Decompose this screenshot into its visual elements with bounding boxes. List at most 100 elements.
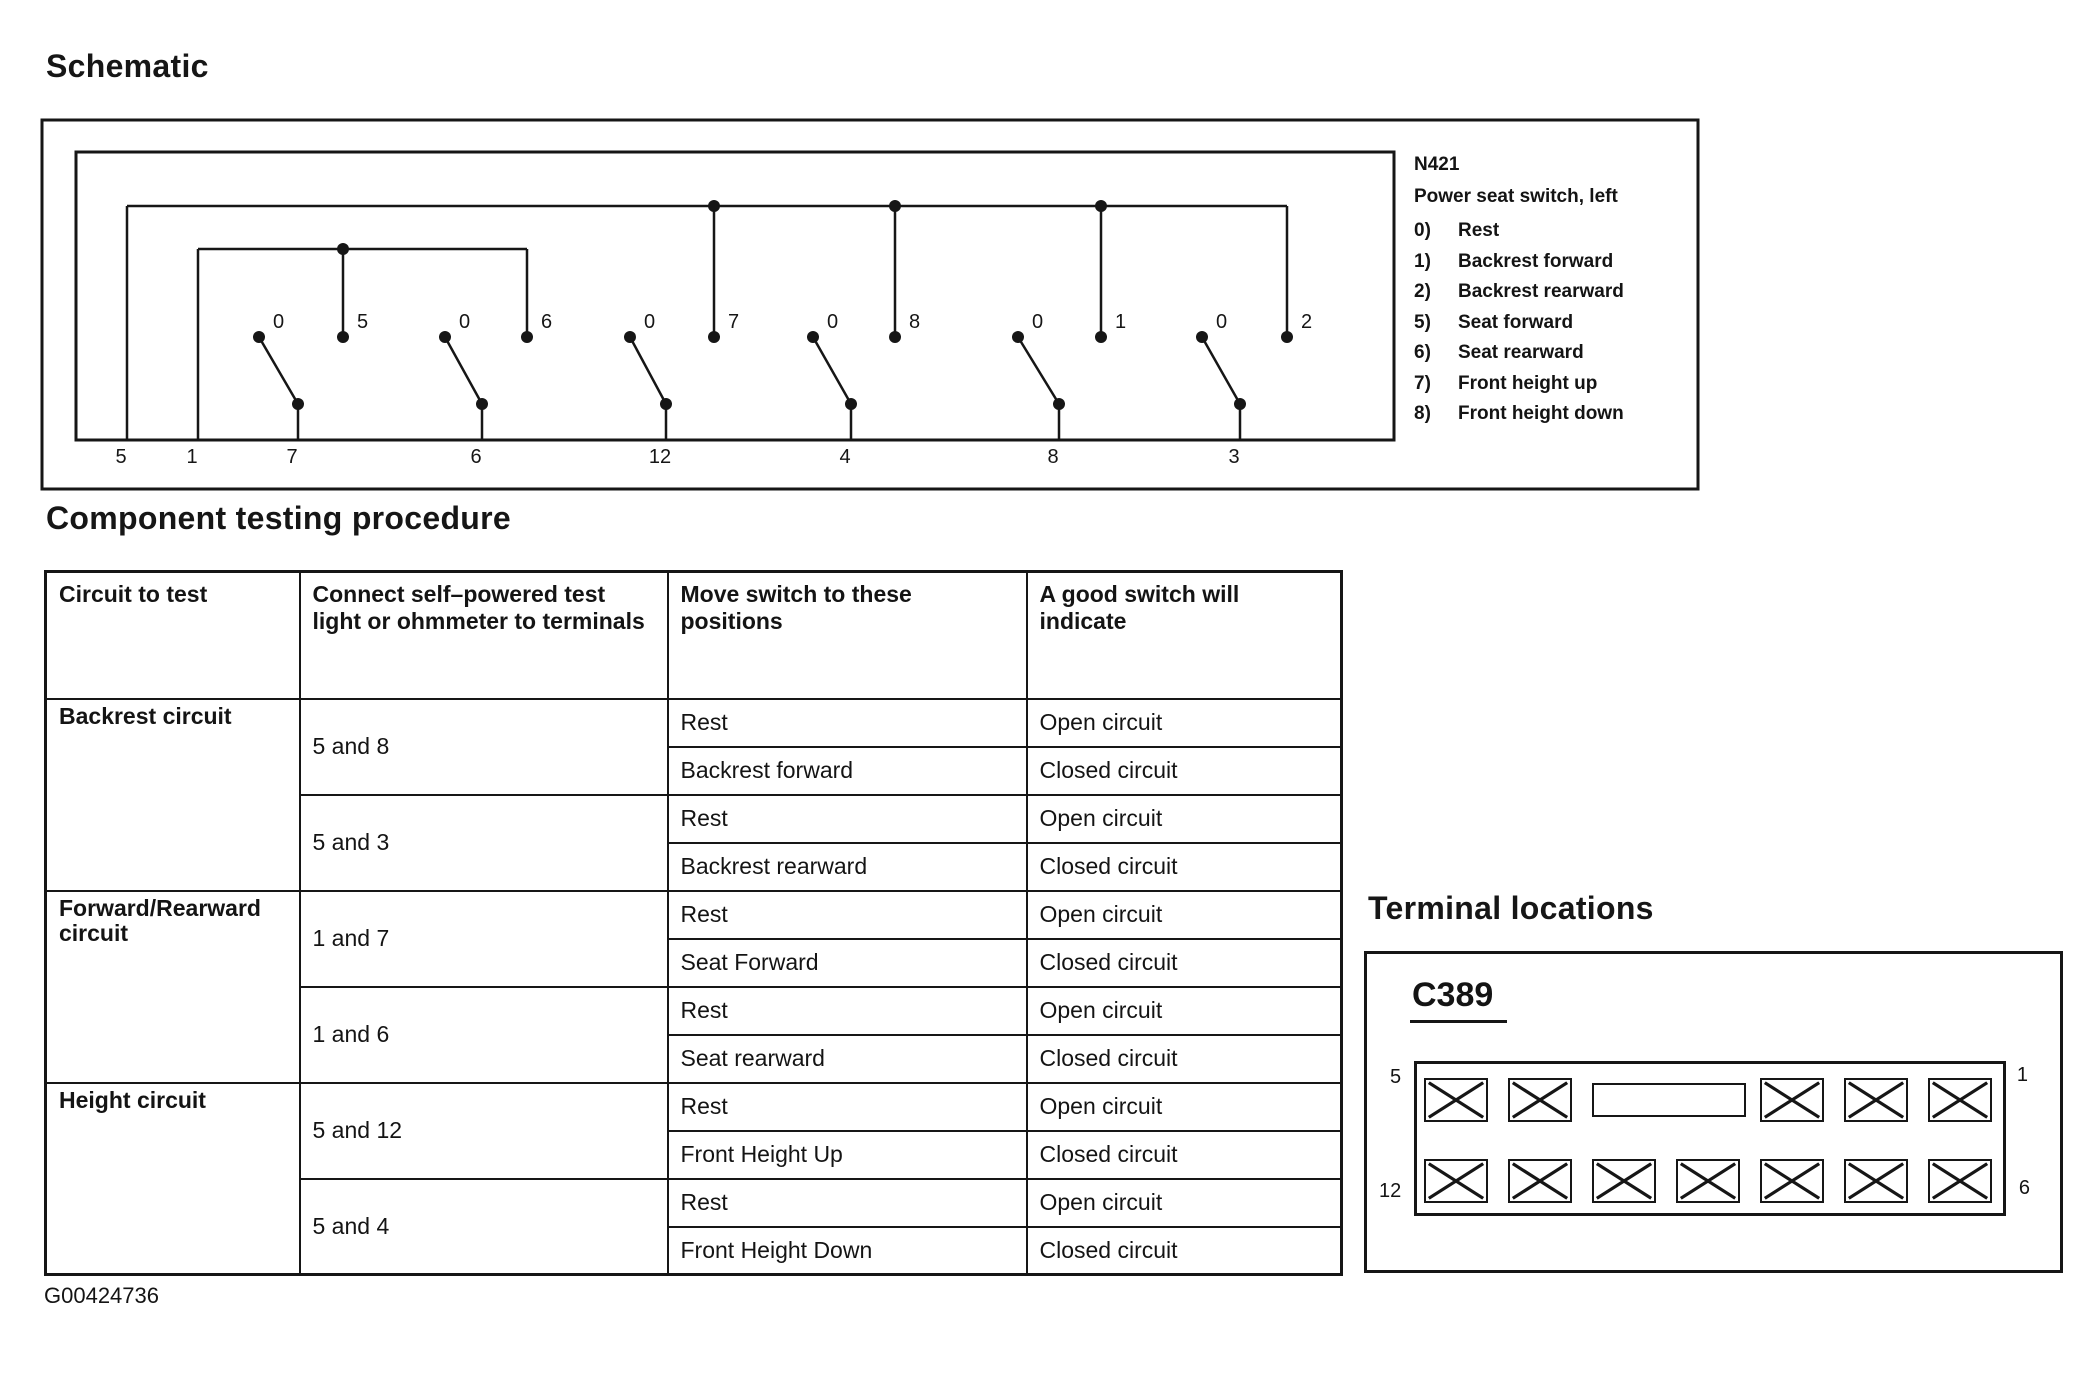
terminal-pin xyxy=(1760,1159,1824,1203)
terminal-pin xyxy=(1508,1078,1572,1122)
terminals-cell: 5 and 12 xyxy=(298,1081,669,1180)
legend-item-number: 7) xyxy=(1414,372,1431,394)
testing-table: Circuit to test Connect self–powered tes… xyxy=(44,570,1343,1276)
terminals-cell: 5 and 3 xyxy=(298,793,669,892)
result-cell: Closed circuit xyxy=(1025,937,1343,988)
contact-label: 0 xyxy=(644,311,655,333)
keyway-slot xyxy=(1592,1083,1746,1117)
column-header-positions: Move switch to these positions xyxy=(666,570,1028,700)
terminal-pin xyxy=(1508,1159,1572,1203)
switch-position-cell: Rest xyxy=(666,697,1028,748)
terminals-cell: 1 and 6 xyxy=(298,985,669,1084)
legend-item-label: Seat rearward xyxy=(1458,342,1584,363)
x-mark-icon xyxy=(1931,1081,1989,1119)
circuit-name-cell: Height circuit xyxy=(44,1081,301,1276)
contact-position-labels: 0 5 0 6 0 7 0 8 0 1 0 2 xyxy=(273,311,1312,333)
legend-item-label: Front height down xyxy=(1458,403,1624,424)
result-cell: Closed circuit xyxy=(1025,1033,1343,1084)
terminals-cell: 1 and 7 xyxy=(298,889,669,988)
contact-label: 0 xyxy=(1216,311,1227,333)
testing-table-header-row: Circuit to test Connect self–powered tes… xyxy=(44,570,1343,700)
x-mark-icon xyxy=(1763,1081,1821,1119)
x-mark-icon xyxy=(1763,1162,1821,1200)
component-code: N421 xyxy=(1414,154,1460,175)
terminal-locations-panel: C389 5 1 12 6 xyxy=(1364,951,2063,1273)
legend-item: 0) Rest xyxy=(1414,216,1624,247)
terminal-pin xyxy=(1592,1159,1656,1203)
legend-item-number: 2) xyxy=(1414,281,1431,302)
result-cell: Open circuit xyxy=(1025,793,1343,844)
schematic-diagram: 0 5 0 6 0 7 0 8 0 1 0 2 5 1 7 6 12 4 8 3 xyxy=(40,118,1700,491)
legend-item: 6) Seat rearward xyxy=(1414,338,1624,369)
result-cell: Closed circuit xyxy=(1025,841,1343,892)
switch-position-cell: Rest xyxy=(666,1081,1028,1132)
legend-item: 8) Front height down xyxy=(1414,399,1624,430)
column-header-terminals: Connect self–powered test light or ohmme… xyxy=(298,570,669,700)
legend-item: 5) Seat forward xyxy=(1414,308,1624,339)
testing-section-title: Component testing procedure xyxy=(46,500,512,536)
connector-id: C389 xyxy=(1410,976,1508,1023)
schematic-legend: N421 Power seat switch, left 0) Rest 1) … xyxy=(1414,150,1624,430)
x-mark-icon xyxy=(1511,1081,1569,1119)
contact-label: 2 xyxy=(1301,311,1312,333)
contact-label: 0 xyxy=(827,311,838,333)
connector-diagram: 5 1 12 6 xyxy=(1379,1061,2030,1216)
corner-terminal-number: 1 xyxy=(2016,1064,2028,1086)
switch-position-cell: Front Height Up xyxy=(666,1129,1028,1180)
contact-label: 0 xyxy=(273,311,284,333)
x-mark-icon xyxy=(1427,1162,1485,1200)
terminal-section-title: Terminal locations xyxy=(1368,890,1654,926)
switch-position-cell: Rest xyxy=(666,889,1028,940)
component-name: Power seat switch, left xyxy=(1414,186,1618,207)
column-header-circuit: Circuit to test xyxy=(44,570,301,700)
legend-item: 2) Backrest rearward xyxy=(1414,277,1624,308)
figure-id: G00424736 xyxy=(44,1283,159,1308)
result-cell: Closed circuit xyxy=(1025,745,1343,796)
terminal-pin xyxy=(1928,1159,1992,1203)
terminal-pin xyxy=(1928,1078,1992,1122)
legend-item: 1) Backrest forward xyxy=(1414,247,1624,278)
switch-position-cell: Rest xyxy=(666,985,1028,1036)
terminal-label: 12 xyxy=(649,446,671,468)
legend-item-number: 5) xyxy=(1414,311,1431,333)
legend-item-label: Front height up xyxy=(1458,372,1598,394)
circuit-name-cell: Backrest circuit xyxy=(44,697,301,892)
contact-label: 7 xyxy=(728,311,739,333)
schematic-section-title: Schematic xyxy=(46,48,209,84)
terminals-cell: 5 and 8 xyxy=(298,697,669,796)
terminal-label: 7 xyxy=(286,446,297,468)
corner-terminal-number: 12 xyxy=(1379,1180,1402,1202)
schematic-frames xyxy=(40,118,1700,491)
contact-label: 6 xyxy=(541,311,552,333)
legend-item-number: 6) xyxy=(1414,342,1431,363)
terminal-pin xyxy=(1424,1078,1488,1122)
contact-label: 0 xyxy=(1032,311,1043,333)
legend-item-label: Seat forward xyxy=(1458,311,1574,333)
terminal-label: 4 xyxy=(839,446,850,468)
legend-item: 7) Front height up xyxy=(1414,369,1624,400)
contact-label: 0 xyxy=(459,311,470,333)
terminal-pin xyxy=(1844,1159,1908,1203)
x-mark-icon xyxy=(1427,1081,1485,1119)
switch-position-cell: Rest xyxy=(666,793,1028,844)
legend-item-number: 1) xyxy=(1414,250,1431,272)
corner-terminal-number: 6 xyxy=(2018,1177,2030,1199)
contact-label: 8 xyxy=(909,311,920,333)
legend-item-label: Backrest forward xyxy=(1458,250,1614,272)
contact-label: 5 xyxy=(357,311,368,333)
terminals-cell: 5 and 4 xyxy=(298,1177,669,1276)
x-mark-icon xyxy=(1847,1081,1905,1119)
x-mark-icon xyxy=(1679,1162,1737,1200)
switch-position-cell: Backrest forward xyxy=(666,745,1028,796)
